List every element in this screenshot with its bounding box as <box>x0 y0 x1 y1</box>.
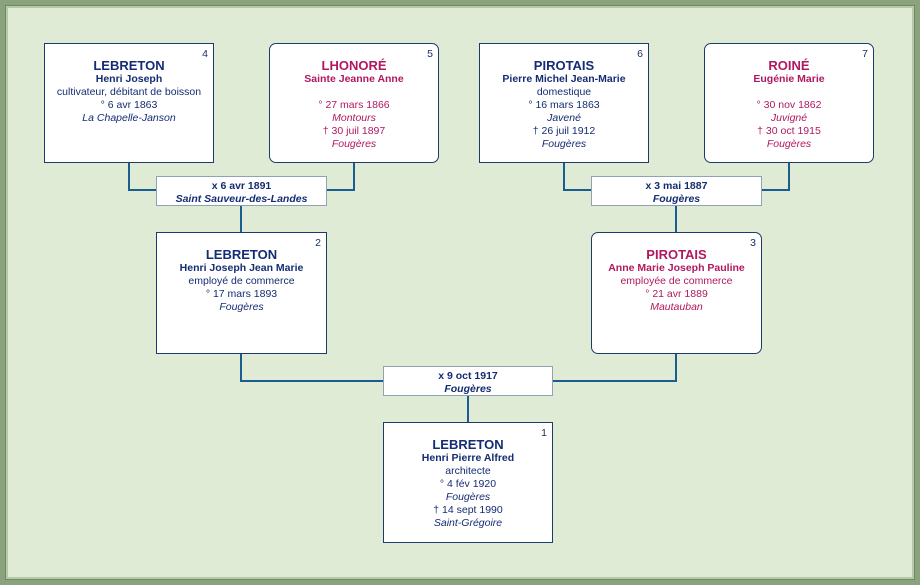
marriage-place: Saint Sauveur-des-Landes <box>175 192 308 205</box>
given-names: Henri Pierre Alfred <box>421 452 515 464</box>
death-place: Fougères <box>541 138 587 150</box>
connector-line <box>128 162 130 191</box>
person-card-3[interactable]: 3 PIROTAIS Anne Marie Joseph Pauline emp… <box>591 232 762 354</box>
birth-date: ° 16 mars 1863 <box>528 99 600 111</box>
occupation: employée de commerce <box>620 275 733 287</box>
marriage-box-4-5[interactable]: x 6 avr 1891 Saint Sauveur-des-Landes <box>156 176 327 206</box>
given-names: Anne Marie Joseph Pauline <box>608 262 745 274</box>
death-date: † 30 oct 1915 <box>757 125 821 137</box>
given-names: Sainte Jeanne Anne <box>304 73 404 85</box>
sosa-number: 7 <box>862 48 868 60</box>
birth-place: Juvigné <box>770 112 808 124</box>
connector-line <box>760 189 790 191</box>
connector-line <box>240 353 242 382</box>
marriage-date: x 3 mai 1887 <box>645 180 708 192</box>
marriage-date: x 6 avr 1891 <box>211 180 272 192</box>
sosa-number: 3 <box>750 237 756 249</box>
birth-place: La Chapelle-Janson <box>82 112 176 124</box>
connector-line <box>326 189 355 191</box>
death-date: † 26 juil 1912 <box>532 125 596 137</box>
connector-line <box>240 205 242 233</box>
sosa-number: 6 <box>637 48 643 60</box>
occupation: architecte <box>445 465 491 477</box>
marriage-place: Fougères <box>444 382 492 395</box>
given-names: Henri Joseph <box>95 73 163 85</box>
birth-place: Montours <box>332 112 376 124</box>
occupation: cultivateur, débitant de boisson <box>56 86 202 98</box>
given-names: Eugénie Marie <box>753 73 825 85</box>
person-card-7[interactable]: 7 ROINÉ Eugénie Marie ° 30 nov 1862 Juvi… <box>704 43 874 163</box>
connector-line <box>240 380 385 382</box>
death-date: † 14 sept 1990 <box>433 504 503 516</box>
birth-date: ° 21 avr 1889 <box>645 288 708 300</box>
person-card-1[interactable]: 1 LEBRETON Henri Pierre Alfred architect… <box>383 422 553 543</box>
sosa-number: 4 <box>202 48 208 60</box>
connector-line <box>563 162 565 191</box>
birth-place: Mautauban <box>650 301 703 313</box>
surname: PIROTAIS <box>533 58 595 73</box>
connector-line <box>675 205 677 233</box>
birth-date: ° 6 avr 1863 <box>100 99 158 111</box>
given-names: Henri Joseph Jean Marie <box>179 262 304 274</box>
connector-line <box>675 353 677 382</box>
death-place: Saint-Grégoire <box>433 517 503 529</box>
surname: LEBRETON <box>93 58 165 73</box>
death-place: Fougères <box>766 138 812 150</box>
connector-line <box>563 189 593 191</box>
sosa-number: 1 <box>541 427 547 439</box>
marriage-date: x 9 oct 1917 <box>438 370 498 382</box>
chart-canvas: 4 LEBRETON Henri Joseph cultivateur, déb… <box>8 8 912 577</box>
connector-line <box>788 162 790 191</box>
birth-place: Fougères <box>445 491 491 503</box>
connector-line <box>128 189 158 191</box>
marriage-box-2-3[interactable]: x 9 oct 1917 Fougères <box>383 366 553 396</box>
birth-date: ° 4 fév 1920 <box>439 478 497 490</box>
occupation: domestique <box>536 86 592 98</box>
given-names: Pierre Michel Jean-Marie <box>502 73 626 85</box>
surname: ROINÉ <box>768 58 810 73</box>
occupation: employé de commerce <box>188 275 295 287</box>
birth-date: ° 30 nov 1862 <box>756 99 822 111</box>
surname: PIROTAIS <box>646 247 707 262</box>
death-date: † 30 juil 1897 <box>322 125 386 137</box>
person-card-4[interactable]: 4 LEBRETON Henri Joseph cultivateur, déb… <box>44 43 214 163</box>
person-card-5[interactable]: 5 LHONORÉ Sainte Jeanne Anne ° 27 mars 1… <box>269 43 439 163</box>
birth-place: Fougères <box>219 301 264 313</box>
sosa-number: 5 <box>427 48 433 60</box>
surname: LEBRETON <box>205 247 278 262</box>
marriage-place: Fougères <box>652 192 701 205</box>
person-card-6[interactable]: 6 PIROTAIS Pierre Michel Jean-Marie dome… <box>479 43 649 163</box>
surname: LEBRETON <box>432 437 504 452</box>
connector-line <box>353 162 355 191</box>
sosa-number: 2 <box>315 237 321 249</box>
birth-date: ° 27 mars 1866 <box>318 99 390 111</box>
marriage-box-6-7[interactable]: x 3 mai 1887 Fougères <box>591 176 762 206</box>
surname: LHONORÉ <box>321 58 387 73</box>
death-place: Fougères <box>331 138 377 150</box>
connector-line <box>552 380 677 382</box>
birth-date: ° 17 mars 1893 <box>205 288 278 300</box>
person-card-2[interactable]: 2 LEBRETON Henri Joseph Jean Marie emplo… <box>156 232 327 354</box>
connector-line <box>467 395 469 422</box>
birth-place: Javené <box>547 112 581 124</box>
